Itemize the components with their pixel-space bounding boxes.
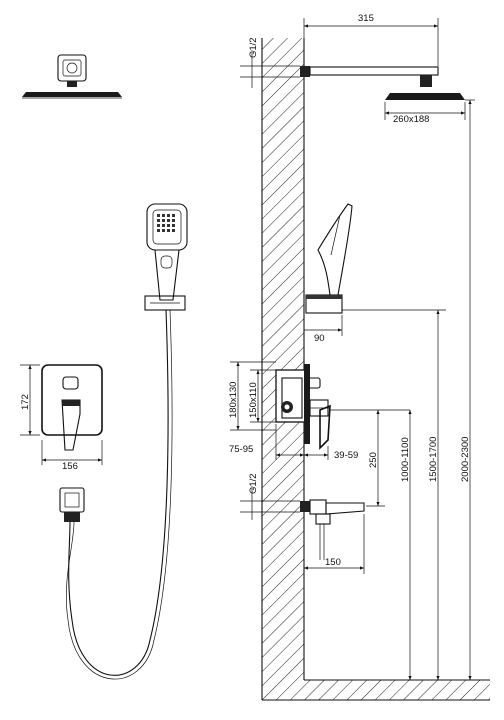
mixer-side-view bbox=[304, 364, 331, 450]
bath-spout bbox=[300, 499, 365, 560]
head-height-dimension bbox=[465, 99, 475, 680]
showerhead-size-dimension bbox=[384, 102, 466, 120]
holder-height-dimension bbox=[342, 309, 446, 680]
plate-width-label: 156 bbox=[62, 461, 78, 472]
showerhead-front-view bbox=[22, 54, 122, 99]
shower-arm bbox=[300, 66, 439, 77]
mixer-height-label: 1000-1100 bbox=[400, 437, 411, 482]
box-depth-dimension bbox=[275, 424, 305, 460]
mixer-to-spout-dimension bbox=[330, 409, 410, 507]
wall-section bbox=[261, 38, 305, 700]
plate-width-dimension bbox=[41, 440, 103, 465]
concealed-valve-box bbox=[275, 369, 321, 423]
holder-height-label: 1500-1700 bbox=[428, 437, 439, 482]
top-thread-dimension bbox=[240, 50, 300, 88]
spout-length-dimension bbox=[304, 514, 365, 574]
bottom-thread-label: G1/2 bbox=[248, 473, 259, 494]
box-depth-label: 75-95 bbox=[229, 444, 253, 455]
head-height-label: 2000-2300 bbox=[460, 437, 471, 482]
plate-height-label: 172 bbox=[20, 394, 31, 410]
arm-length-label: 315 bbox=[358, 13, 374, 24]
showerhead-size-label: 260x188 bbox=[393, 114, 429, 125]
mixer-to-spout-label: 250 bbox=[368, 452, 379, 468]
wall-outlet bbox=[59, 487, 85, 522]
showerhead-side-view bbox=[385, 75, 465, 100]
plate-height-dimension bbox=[20, 364, 40, 436]
bottom-thread-dimension bbox=[240, 486, 300, 520]
handle-depth-dimension bbox=[304, 446, 329, 460]
shower-hose bbox=[65, 309, 173, 680]
box-inner-dimension bbox=[250, 369, 276, 423]
box-inner-label: 150x110 bbox=[248, 382, 259, 418]
hand-shower bbox=[144, 203, 188, 311]
box-outer-label: 180x130 bbox=[228, 382, 239, 418]
holder-offset-dimension bbox=[304, 315, 343, 336]
top-thread-label: G1/2 bbox=[248, 37, 259, 58]
handle-depth-label: 39-59 bbox=[334, 450, 358, 461]
arm-length-dimension bbox=[303, 18, 439, 66]
floor-section bbox=[262, 679, 490, 701]
mixer-plate-front-view bbox=[41, 364, 103, 451]
hand-shower-side-view bbox=[305, 203, 353, 314]
holder-offset-label: 90 bbox=[314, 333, 325, 344]
spout-length-label: 150 bbox=[325, 557, 341, 568]
box-outer-dimension bbox=[230, 361, 276, 431]
